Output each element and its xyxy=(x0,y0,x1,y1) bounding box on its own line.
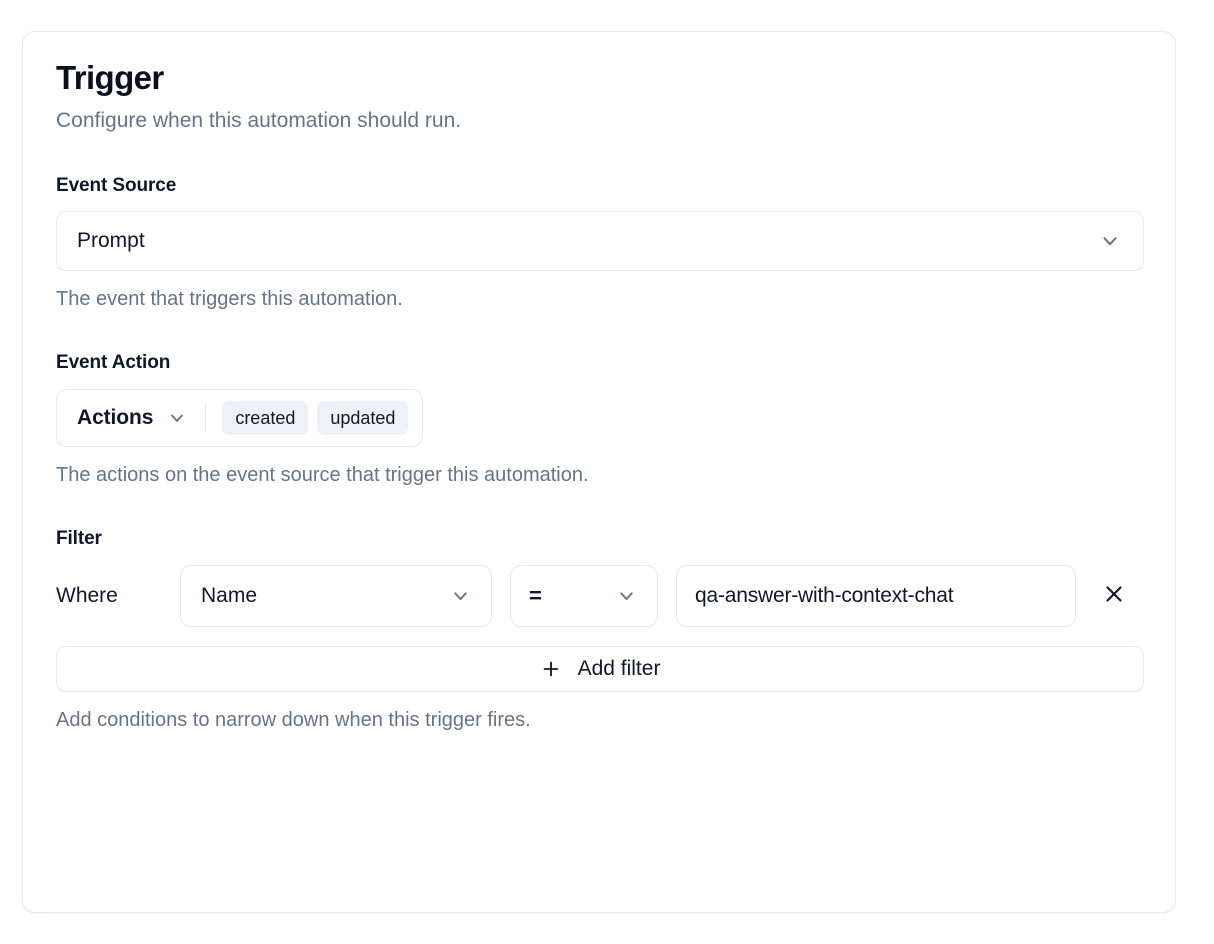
filter-field-select[interactable]: Name xyxy=(180,564,492,627)
event-action-badges: created updated xyxy=(222,400,409,436)
filter-row: Where Name = qa-answer-with-context-chat xyxy=(56,564,1142,627)
filter-field-value: Name xyxy=(201,583,258,607)
add-filter-button[interactable]: Add filter xyxy=(56,645,1144,692)
event-action-field: Event Action Actions created updated The… xyxy=(56,352,1142,488)
trigger-card: Trigger Configure when this automation s… xyxy=(22,31,1176,913)
filter-value-input[interactable]: qa-answer-with-context-chat xyxy=(676,564,1076,627)
event-action-combo[interactable]: Actions created updated xyxy=(56,389,424,448)
filter-label: Filter xyxy=(56,528,102,550)
page-title: Trigger xyxy=(56,59,164,96)
combo-divider xyxy=(205,404,207,433)
event-action-dropdown-label: Actions xyxy=(77,406,154,430)
chevron-down-icon xyxy=(616,585,637,606)
status-badge[interactable]: created xyxy=(222,400,309,436)
event-action-label: Event Action xyxy=(56,352,171,374)
event-source-select[interactable]: Prompt xyxy=(56,211,1144,272)
filter-field: Filter Where Name = qa-answer-with-c xyxy=(56,528,1144,733)
remove-filter-button[interactable] xyxy=(1088,570,1140,622)
where-label: Where xyxy=(56,583,118,607)
close-icon xyxy=(1102,582,1126,609)
filter-value-text: qa-answer-with-context-chat xyxy=(695,583,954,607)
event-source-help: The event that triggers this automation. xyxy=(56,288,403,311)
event-source-value: Prompt xyxy=(77,229,145,253)
plus-icon xyxy=(540,658,562,680)
filter-operator-select[interactable]: = xyxy=(510,564,658,627)
chevron-down-icon xyxy=(1099,230,1121,252)
filter-help: Add conditions to narrow down when this … xyxy=(56,708,531,731)
event-source-field: Event Source Prompt The event that trigg… xyxy=(56,174,1144,313)
add-filter-label: Add filter xyxy=(577,656,661,680)
event-source-label: Event Source xyxy=(56,174,177,196)
page-subtitle: Configure when this automation should ru… xyxy=(56,109,462,133)
event-action-help: The actions on the event source that tri… xyxy=(56,464,589,487)
status-badge[interactable]: updated xyxy=(317,400,409,436)
chevron-down-icon xyxy=(450,585,471,606)
chevron-down-icon[interactable] xyxy=(167,408,187,428)
filter-operator-value: = xyxy=(529,582,542,608)
